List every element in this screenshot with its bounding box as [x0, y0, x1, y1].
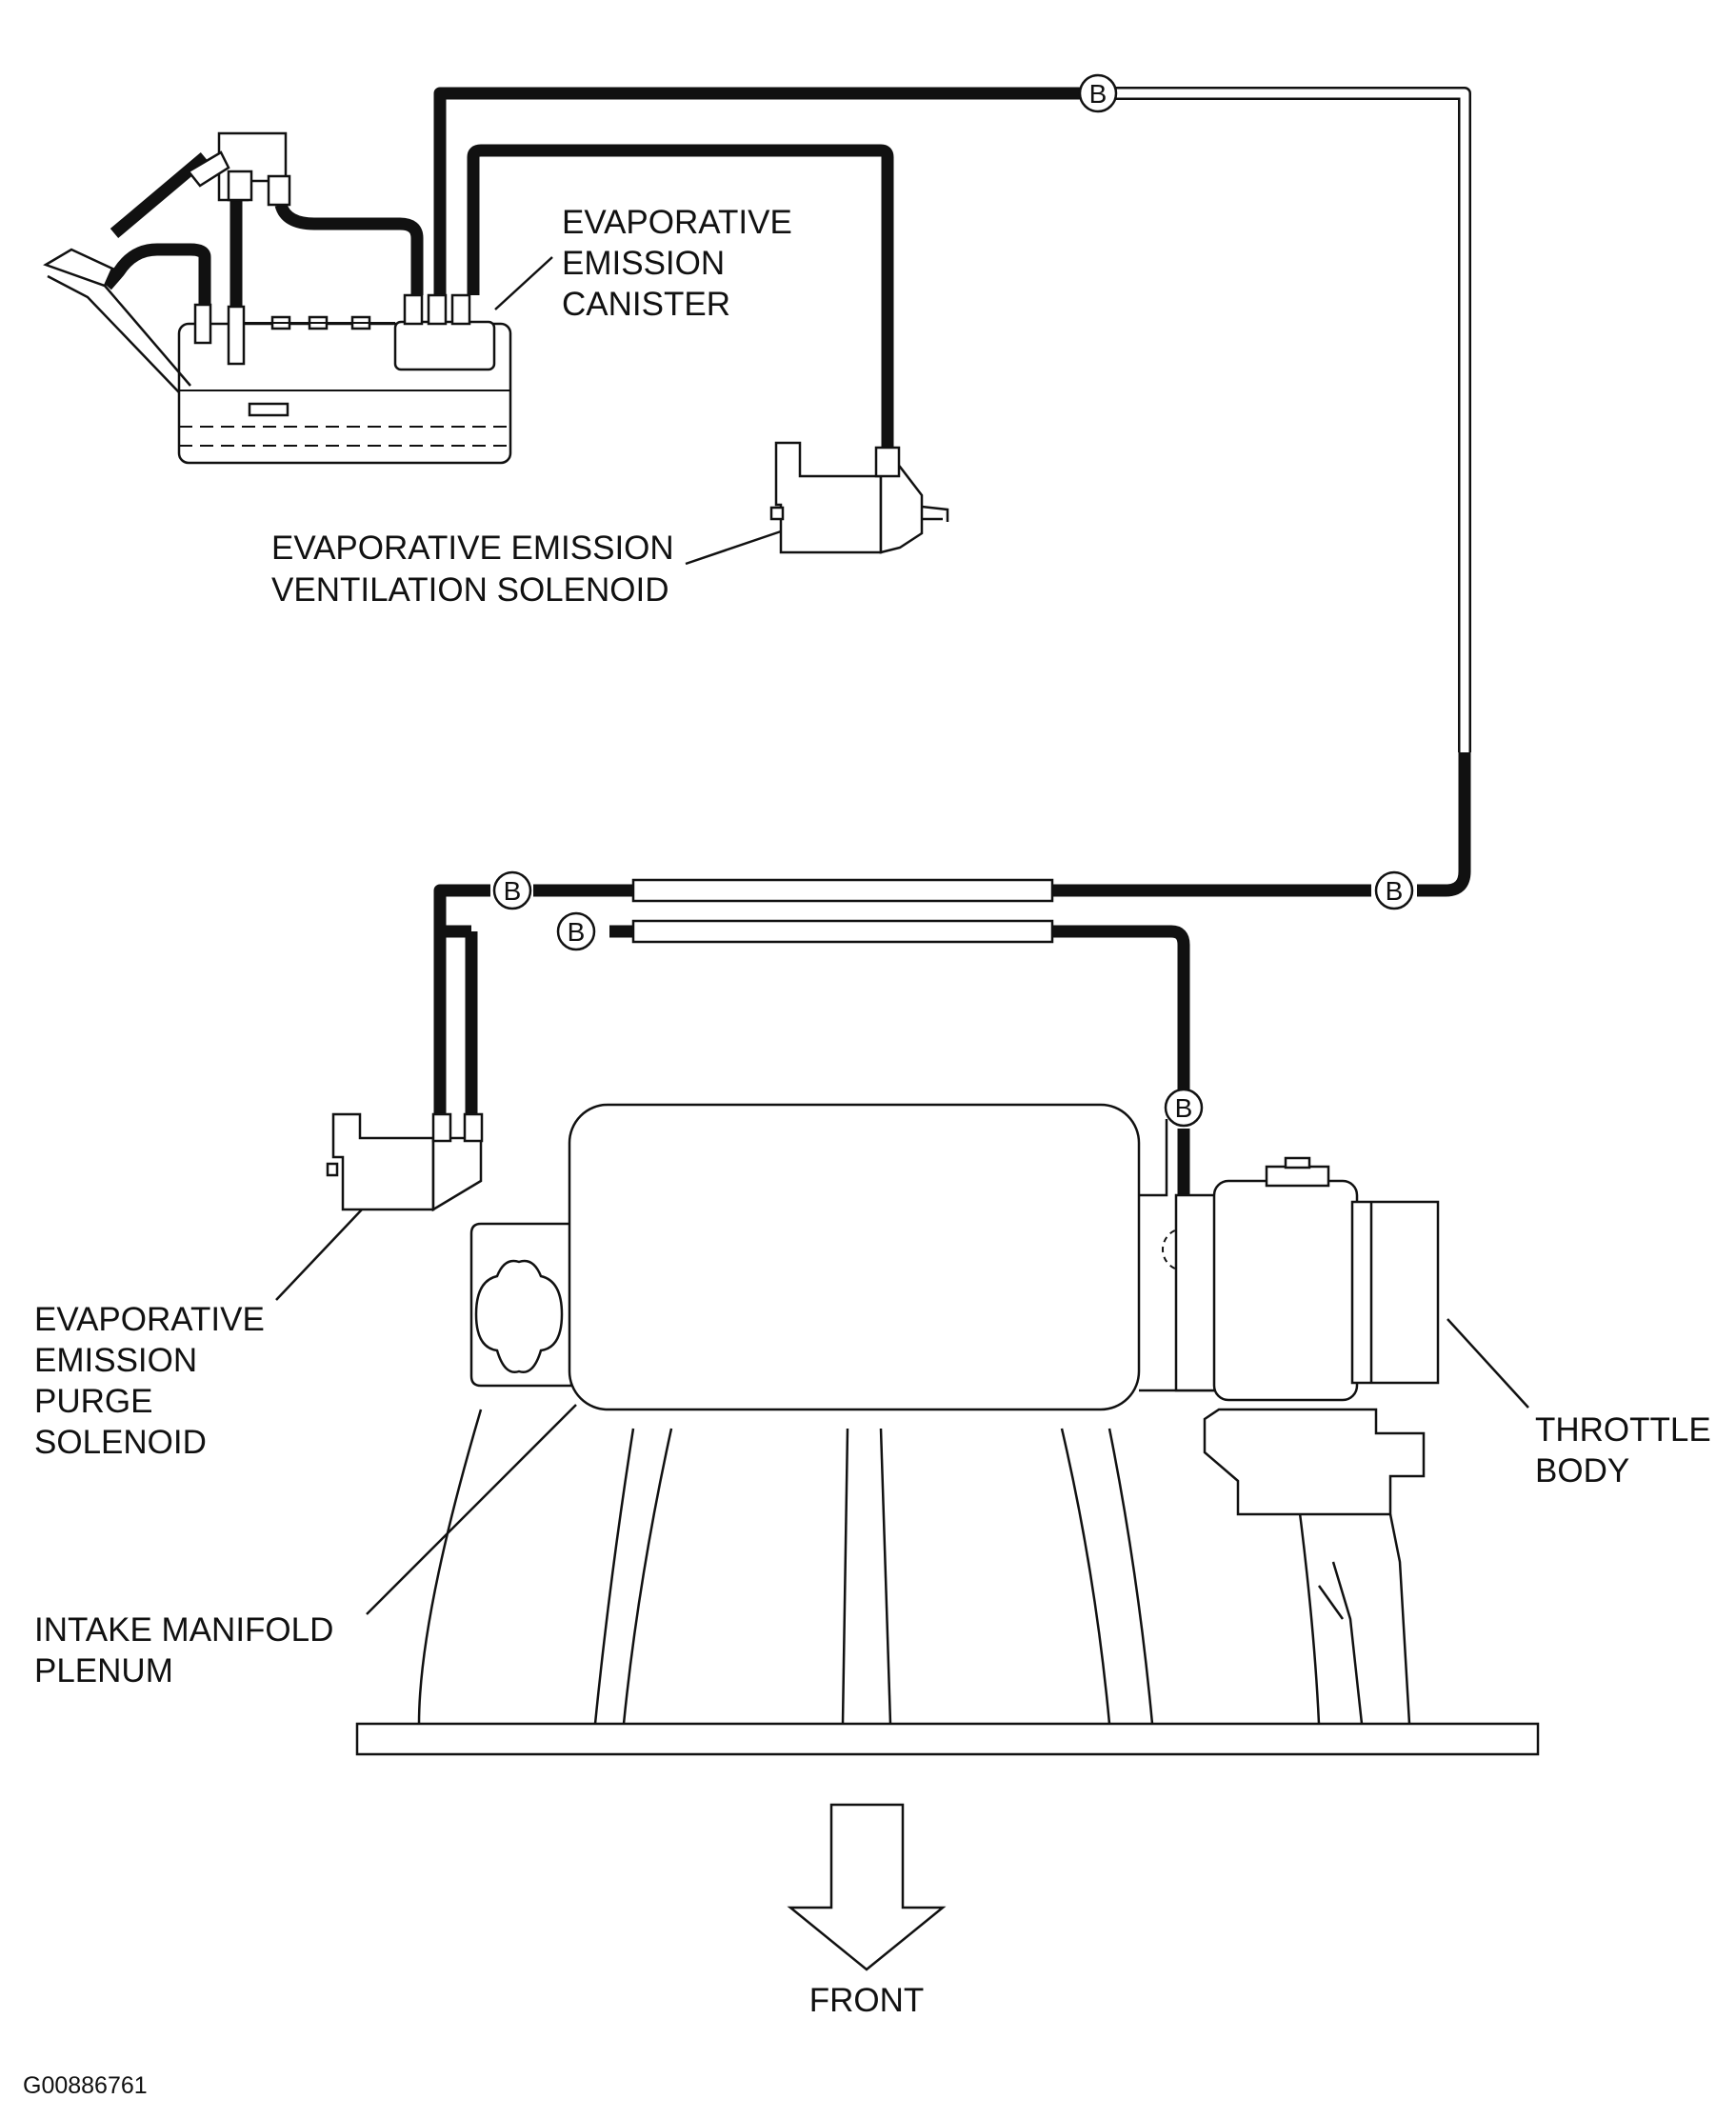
svg-text:B: B	[568, 917, 586, 947]
hose-badge: B	[556, 911, 596, 951]
throttle-body	[1174, 1156, 1440, 1516]
hose-badge: B	[492, 870, 532, 910]
hose-routing	[433, 87, 1471, 1209]
label-line: BODY	[1535, 1452, 1629, 1489]
intake-manifold	[355, 1103, 1540, 1756]
label-line: VENTILATION SOLENOID	[271, 571, 669, 609]
svg-text:B: B	[1386, 876, 1404, 906]
hose-badges: B B B B B	[492, 73, 1414, 1128]
label-line: SOLENOID	[34, 1424, 207, 1461]
svg-text:B: B	[1175, 1093, 1193, 1123]
label-line: EVAPORATIVE	[34, 1301, 265, 1338]
label-line: INTAKE MANIFOLD	[34, 1611, 333, 1649]
label-line: CANISTER	[562, 286, 730, 323]
hose-badge: B	[1374, 870, 1414, 910]
front-arrow	[787, 1803, 947, 1971]
label-line: EVAPORATIVE	[562, 204, 792, 241]
label-line: EMISSION	[562, 245, 725, 282]
evap-canister	[43, 131, 512, 465]
hose-badge: B	[1078, 73, 1118, 113]
label-line: THROTTLE	[1535, 1411, 1711, 1449]
label-throttle-body: THROTTLE BODY	[1535, 1411, 1711, 1489]
label-front: FRONT	[809, 1982, 925, 2019]
leader-lines	[275, 256, 1529, 1615]
svg-text:B: B	[504, 876, 522, 906]
label-purge-solenoid: EVAPORATIVE EMISSION PURGE SOLENOID	[34, 1301, 265, 1461]
vent-solenoid	[769, 441, 949, 554]
purge-solenoid	[326, 1112, 484, 1212]
figure-id: G00886761	[23, 2072, 148, 2099]
label-line: PURGE	[34, 1383, 152, 1420]
label-vent-solenoid: EVAPORATIVE EMISSION VENTILATION SOLENOI…	[271, 530, 674, 609]
down-arrow-icon	[787, 1803, 947, 1971]
label-line: PLENUM	[34, 1652, 173, 1689]
svg-text:B: B	[1089, 79, 1107, 109]
hose-badge: B	[1164, 1088, 1204, 1128]
label-line: EVAPORATIVE EMISSION	[271, 530, 674, 567]
label-line: EMISSION	[34, 1342, 197, 1379]
label-canister: EVAPORATIVE EMISSION CANISTER	[562, 204, 792, 323]
label-intake-plenum: INTAKE MANIFOLD PLENUM	[34, 1611, 333, 1689]
